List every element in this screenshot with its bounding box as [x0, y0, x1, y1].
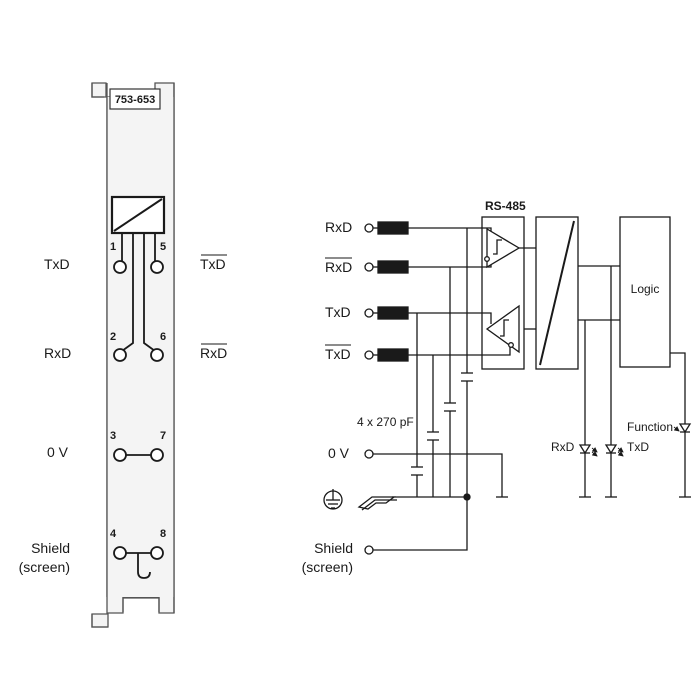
terminal-shield — [364, 545, 374, 555]
sch-label-screen: (screen) — [302, 559, 353, 575]
shield-junction — [463, 493, 471, 501]
label-rxd: RxD — [44, 345, 71, 361]
label-shield: Shield — [31, 540, 70, 556]
pin-number-5: 5 — [160, 241, 166, 253]
pin-number-1: 1 — [110, 241, 116, 253]
led-line-function — [670, 352, 686, 497]
pin-number-3: 3 — [110, 430, 116, 442]
rs485-box — [481, 216, 525, 370]
terminal-txd — [364, 308, 374, 318]
terminal-module: 753-653 1 5 2 6 3 7 4 8 — [91, 82, 175, 628]
line-rxd — [408, 227, 492, 236]
terminal-0v — [364, 449, 374, 459]
isolator-box — [535, 216, 579, 370]
terminal-txd-bar — [364, 350, 374, 360]
part-number: 753-653 — [115, 94, 155, 106]
logic-box — [619, 216, 671, 368]
ferrite-txd — [377, 306, 409, 320]
part-number-box — [109, 88, 161, 110]
rs485-label: RS-485 — [485, 199, 526, 213]
terminal-5 — [150, 260, 164, 274]
receiver-invert-dot — [484, 256, 490, 262]
pin-number-2: 2 — [110, 331, 116, 343]
led-rxd-label: RxD — [551, 440, 575, 454]
sch-label-rxd-bar: RxD — [325, 259, 352, 275]
sch-label-txd: TxD — [325, 304, 351, 320]
line-rxd-bar — [408, 258, 492, 268]
label-txd-inverted: TxD — [200, 256, 226, 272]
isolator-diagonal — [539, 220, 575, 366]
label-txd: TxD — [44, 256, 70, 272]
terminal-7 — [150, 448, 164, 462]
pin-number-6: 6 — [160, 331, 166, 343]
led-txd-label: TxD — [627, 440, 649, 454]
terminal-1 — [113, 260, 127, 274]
ferrite-rxd — [377, 221, 409, 235]
wire-pin6 — [143, 233, 156, 352]
terminal-8 — [150, 546, 164, 560]
terminal-rxd — [364, 223, 374, 233]
led-txd-icon — [604, 444, 618, 455]
terminal-6 — [150, 348, 164, 362]
label-rxd-inverted: RxD — [200, 345, 227, 361]
line-0v — [373, 453, 503, 497]
pin-number-8: 8 — [160, 528, 166, 540]
terminal-3 — [113, 448, 127, 462]
pin-number-7: 7 — [160, 430, 166, 442]
label-0v: 0 V — [47, 444, 69, 460]
line-shield — [373, 497, 468, 551]
receiver-hysteresis-icon — [493, 239, 502, 255]
terminal-2 — [113, 348, 127, 362]
sch-label-0v: 0 V — [328, 445, 350, 461]
wire-pin2 — [121, 233, 134, 352]
din-rail-icon — [357, 496, 396, 510]
terminal-4 — [113, 546, 127, 560]
capacitors-label: 4 x 270 pF — [357, 415, 414, 429]
driver-invert-dot — [508, 342, 514, 348]
driver-hysteresis-icon — [500, 319, 509, 337]
ferrite-txd-bar — [377, 348, 409, 362]
module-body — [107, 97, 174, 597]
line-txd — [408, 312, 492, 324]
led-rxd-icon — [578, 444, 592, 455]
terminal-rxd-bar — [364, 262, 374, 272]
bottom-latch — [122, 597, 160, 612]
bottom-notch — [91, 614, 108, 628]
led-function-icon — [678, 423, 692, 434]
line-txd-bar — [408, 347, 511, 356]
logic-label: Logic — [631, 282, 660, 296]
driver-comparator — [485, 304, 520, 354]
converter-diagonal — [113, 198, 163, 232]
pin-number-4: 4 — [110, 528, 117, 540]
receiver-comparator — [486, 227, 521, 269]
sch-label-rxd: RxD — [325, 219, 352, 235]
label-screen: (screen) — [19, 559, 70, 575]
sch-label-shield: Shield — [314, 540, 353, 556]
shield-clip — [137, 553, 151, 579]
sch-label-txd-bar: TxD — [325, 346, 351, 362]
schematic — [323, 216, 692, 555]
ferrite-rxd-bar — [377, 260, 409, 274]
led-function-label: Function — [627, 420, 673, 434]
top-notch — [91, 83, 104, 98]
